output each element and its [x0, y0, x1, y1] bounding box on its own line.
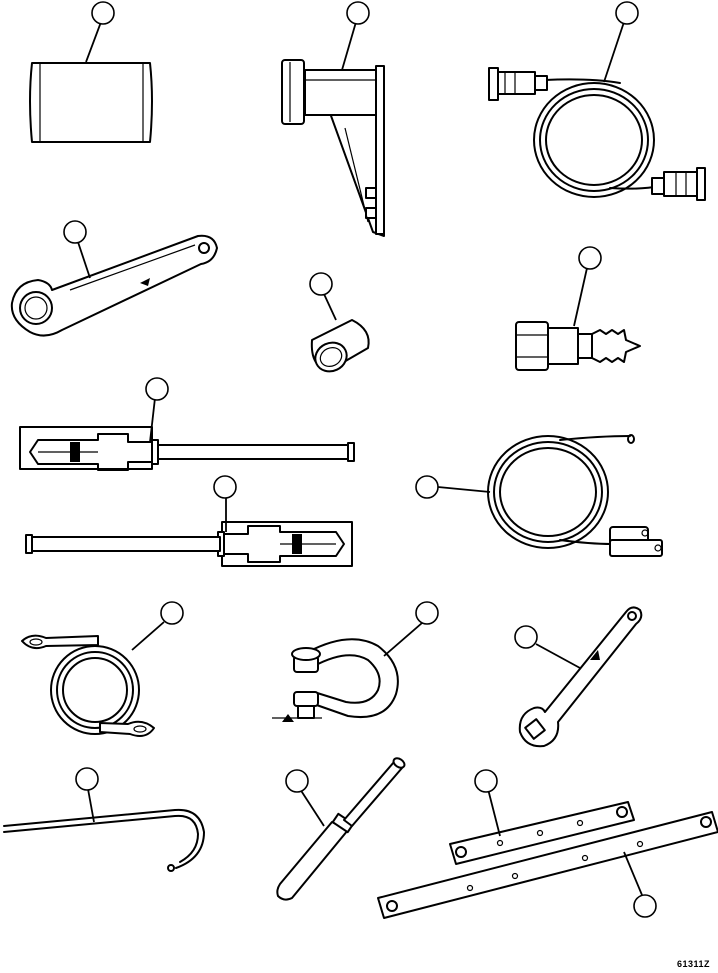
- callout-circle: [603, 1, 639, 83]
- slide-hammer-puller-upper: [19, 426, 355, 471]
- coiled-tube-with-fitting: [487, 434, 663, 557]
- coiled-cable-lug-ends: [21, 634, 155, 737]
- hex-fitting-adapter: [515, 321, 641, 371]
- callout-circle: [85, 1, 115, 63]
- callout-circle: [213, 475, 237, 532]
- connector-cable-assembly: [488, 67, 706, 201]
- callout-circle: [383, 601, 439, 657]
- angle-bracket-fixture: [281, 59, 385, 237]
- callout-circle: [573, 246, 602, 327]
- callout-circle: [131, 601, 184, 651]
- slide-hammer-puller-lower: [25, 521, 353, 567]
- callout-circle: [309, 272, 337, 321]
- callout-circle: [145, 377, 169, 443]
- callout-circle: [63, 220, 91, 279]
- callout-circle: [514, 625, 581, 669]
- box-wrench: [10, 234, 218, 337]
- callout-circle: [341, 1, 370, 71]
- callout-circle: [623, 851, 657, 918]
- callout-circle: [75, 767, 99, 823]
- pad-block: [29, 62, 153, 143]
- sleeve-bushing: [310, 319, 370, 373]
- figure-id-label: 61311Z: [676, 959, 710, 969]
- callout-circle: [285, 769, 325, 827]
- hook-rod: [3, 808, 205, 872]
- flat-bar-pair: [377, 801, 718, 919]
- callout-circle: [474, 769, 501, 837]
- square-socket-wrench: [518, 606, 643, 748]
- callout-circle: [415, 475, 491, 499]
- drift-punch: [276, 757, 406, 901]
- shackle-clevis: [272, 638, 399, 722]
